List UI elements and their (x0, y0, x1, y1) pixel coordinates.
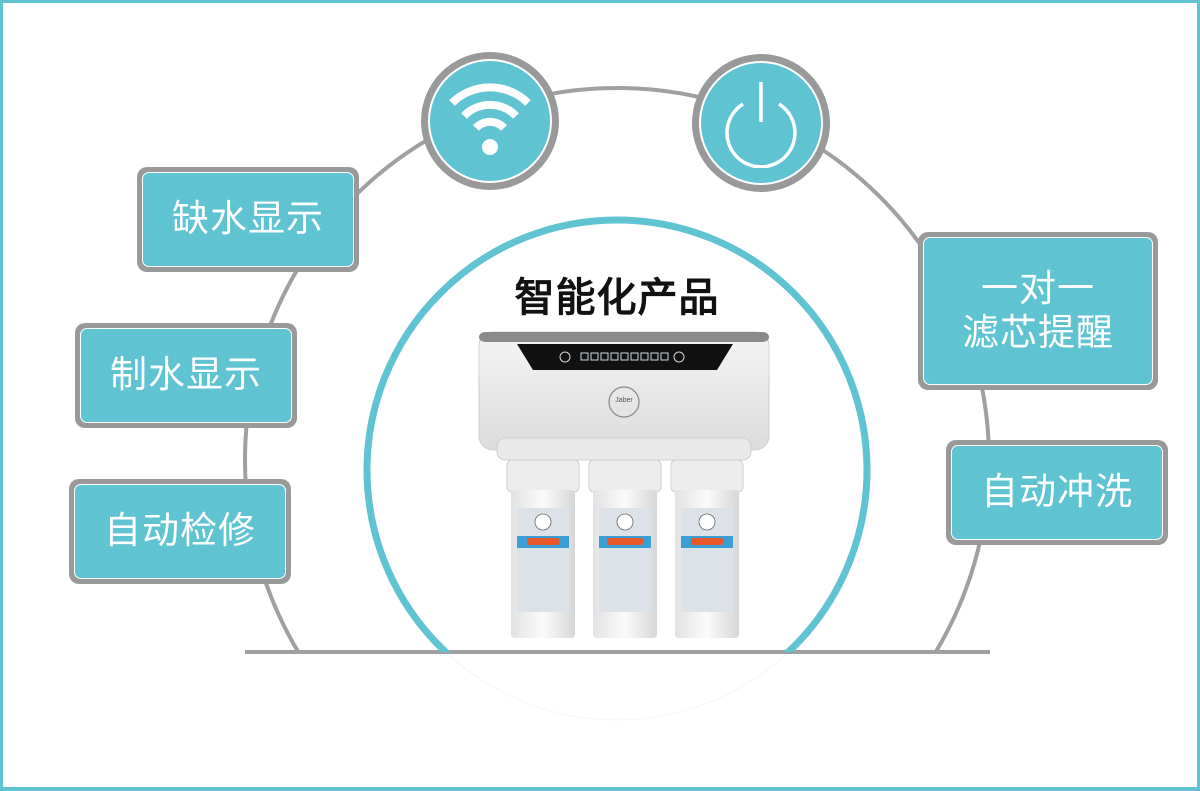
feature-filter-reminder[interactable]: 一对一 滤芯提醒 (918, 232, 1158, 390)
feature-label-line2: 滤芯提醒 (962, 311, 1114, 354)
teal-circle-reflection (444, 652, 790, 721)
feature-label-line1: 一对一 (981, 266, 1095, 310)
feature-water-shortage[interactable]: 缺水显示 (137, 167, 359, 272)
power-button[interactable] (692, 54, 830, 192)
power-icon (725, 82, 797, 168)
feature-label: 自动冲洗 (981, 470, 1133, 514)
feature-label: 缺水显示 (172, 197, 324, 241)
brand-logo (608, 386, 640, 418)
teal-circle (363, 216, 871, 652)
feature-label: 制水显示 (110, 353, 262, 397)
svg-text:Jaber: Jaber (615, 397, 633, 404)
feature-auto-inspection[interactable]: 自动检修 (69, 479, 291, 584)
wifi-button[interactable] (421, 52, 559, 190)
feature-auto-flush[interactable]: 自动冲洗 (946, 440, 1168, 545)
wifi-icon (449, 83, 531, 155)
feature-water-production[interactable]: 制水显示 (75, 323, 297, 428)
feature-label: 自动检修 (104, 509, 256, 553)
water-purifier-image: Jaber (478, 331, 770, 638)
product-title: 智能化产品 (514, 275, 720, 321)
